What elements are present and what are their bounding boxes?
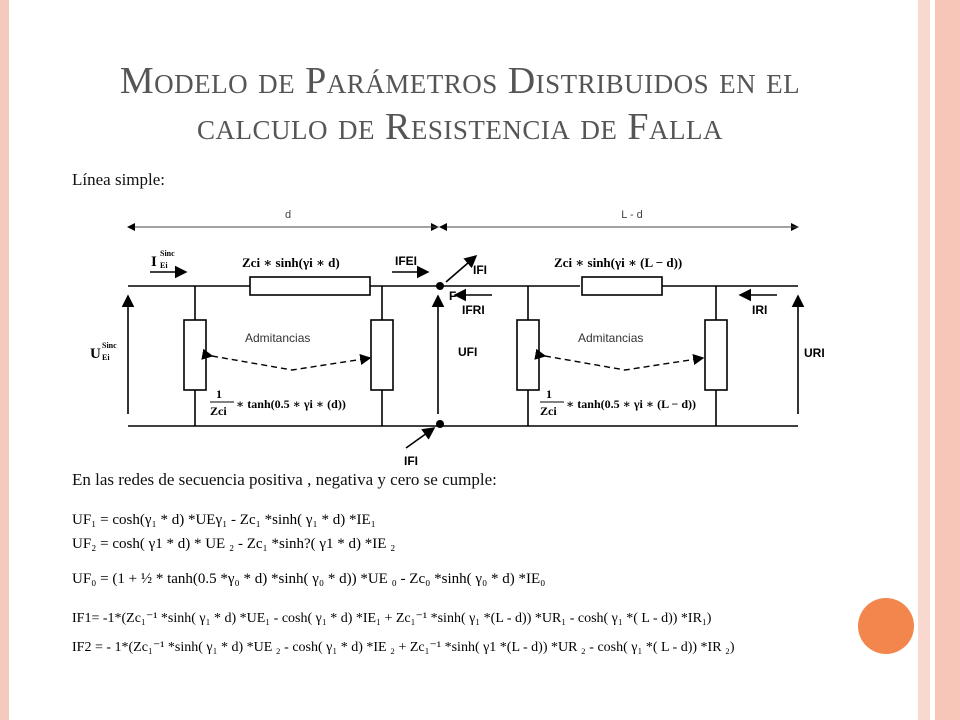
label-iri: IRI	[752, 303, 767, 317]
fault-node-top	[436, 282, 444, 290]
shunt-admittance-4	[704, 319, 728, 391]
shunt-admittance-3	[516, 319, 540, 391]
label-source-current: I	[151, 254, 157, 270]
left-border-bar	[0, 0, 9, 720]
label-admittances-right: Admitancias	[578, 331, 643, 345]
series-impedance-left	[249, 276, 371, 296]
label-source-voltage: U	[90, 346, 101, 362]
fault-node-bottom	[436, 420, 444, 428]
right-border-gap	[930, 0, 935, 720]
label-source-current-sub: Ei	[160, 261, 168, 270]
decorative-circle	[858, 598, 914, 654]
shunt-left-frac-num: 1	[216, 387, 222, 401]
current-arrows	[150, 254, 777, 449]
label-source-voltage-sup: Sinc	[102, 341, 117, 350]
series-impedance-right	[581, 276, 663, 296]
equations-caption: En las redes de secuencia positiva , neg…	[72, 470, 497, 489]
dim-label-d: d	[285, 209, 291, 221]
right-border-bar	[918, 0, 930, 720]
label-fault-f: F	[449, 289, 456, 303]
label-uri: URI	[804, 346, 825, 360]
label-ifi-bottom: IFI	[404, 454, 418, 468]
label-series-right: Zci ∗ sinh(γi ∗ (L − d))	[554, 255, 682, 270]
label-source-current-sup: Sinc	[160, 249, 175, 258]
source-voltage-main: U	[90, 346, 101, 362]
shunt-left-frac-den: Zci	[210, 404, 227, 418]
voltage-arrows	[121, 294, 805, 414]
label-ufi: UFI	[458, 345, 477, 359]
label-ifri: IFRI	[462, 303, 485, 317]
slide-title: Modelo de Parámetros Distribuidos en el …	[40, 58, 880, 150]
source-current-main: I	[151, 254, 157, 270]
label-series-left: Zci ∗ sinh(γi ∗ d)	[242, 255, 340, 270]
shunt-right-frac-num: 1	[546, 387, 552, 401]
shunt-right-frac-den: Zci	[540, 404, 557, 418]
label-ifi-top: IFI	[473, 263, 487, 277]
shunt-admittance-1	[183, 319, 207, 391]
subtitle: Línea simple:	[72, 170, 166, 189]
dim-label-l-d: L - d	[621, 209, 643, 221]
circuit-wires	[128, 285, 798, 427]
equation-if2: IF2 = - 1*(Zc₁⁻¹ *sinh( γ₁ * d) *UE ₂ - …	[72, 640, 735, 655]
shunt-admittance-2	[370, 319, 394, 391]
label-source-voltage-sub: Ei	[102, 353, 110, 362]
equation-uf0: UF₀ = (1 + ½ * tanh(0.5 *γ₀ * d) *sinh( …	[72, 571, 546, 587]
equation-uf1: UF₁ = cosh(γ₁ * d) *UEγ₁ - Zc₁ *sinh( γ₁…	[72, 512, 376, 528]
equation-if1: IF1= -1*(Zc₁⁻¹ *sinh( γ₁ * d) *UE₁ - cos…	[72, 611, 712, 626]
right-border-edge	[935, 0, 960, 720]
shunt-right-formula: ∗ tanh(0.5 ∗ γi ∗ (L − d))	[566, 397, 696, 411]
equation-uf2: UF₂ = cosh( γ1 * d) * UE ₂ - Zc₁ *sinh?(…	[72, 536, 396, 552]
shunt-left-formula: ∗ tanh(0.5 ∗ γi ∗ (d))	[236, 397, 346, 411]
title-line-1: Modelo de Parámetros Distribuidos en el	[119, 60, 801, 102]
admittance-dashed-arrows	[201, 348, 705, 371]
label-ifei: IFEI	[395, 254, 417, 268]
label-admittances-left: Admitancias	[245, 331, 310, 345]
title-line-2: calculo de Resistencia de Falla	[197, 106, 723, 148]
